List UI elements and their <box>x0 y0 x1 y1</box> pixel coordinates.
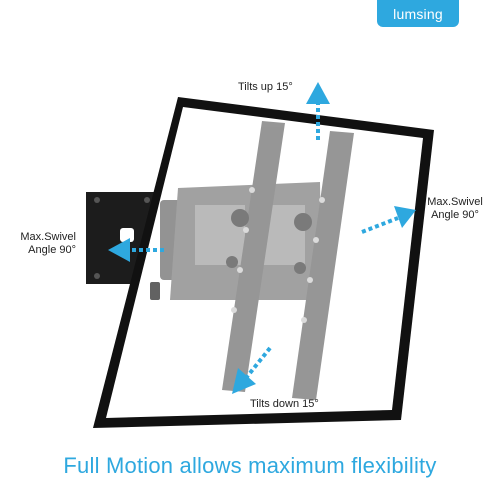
tilt-up-label: Tilts up 15° <box>238 81 293 93</box>
tilt-down-arrow-icon <box>232 346 272 394</box>
swivel-right-label-line1: Max.Swivel <box>427 196 483 208</box>
swivel-left-label: Max.Swivel Angle 90° <box>8 231 76 257</box>
swivel-right-arrow-icon <box>361 206 416 234</box>
brand-badge: lumsing <box>377 0 459 27</box>
mount-arms <box>150 121 354 400</box>
swivel-right-label: Max.Swivel Angle 90° <box>420 196 490 222</box>
swivel-left-label-line2: Angle 90° <box>28 244 76 256</box>
brand-logo-text: lumsing <box>393 5 443 22</box>
tilt-up-arrow-icon <box>306 82 330 140</box>
swivel-left-label-line1: Max.Swivel <box>20 231 76 243</box>
wall-plate <box>86 192 156 284</box>
swivel-right-label-line2: Angle 90° <box>431 209 479 221</box>
swivel-left-arrow-icon <box>108 238 164 262</box>
feature-caption: Full Motion allows maximum flexibility <box>63 453 437 478</box>
tilt-down-label: Tilts down 15° <box>250 398 319 410</box>
